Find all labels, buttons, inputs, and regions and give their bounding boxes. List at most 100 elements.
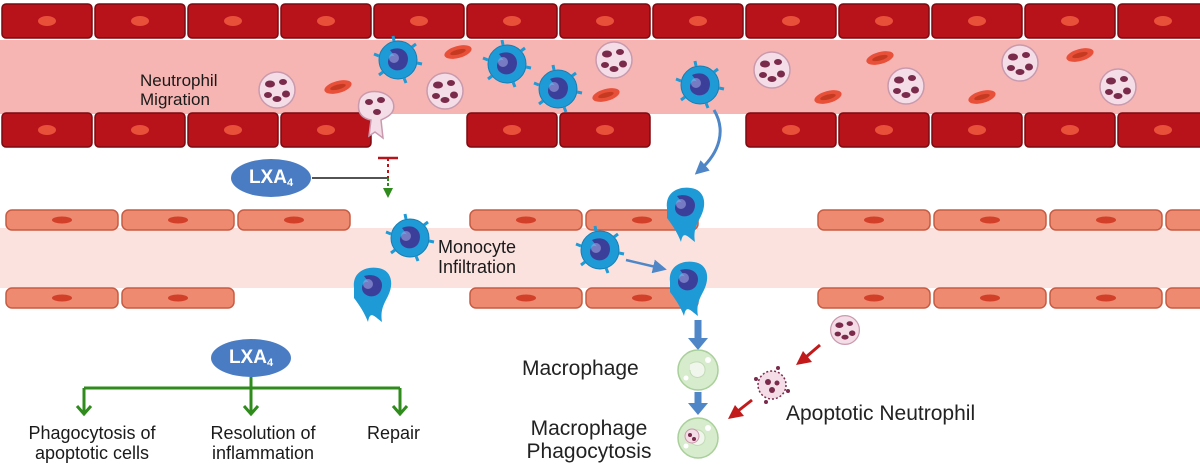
cell-nucleus [968, 16, 986, 26]
lxa4-label-top: LXA4 [231, 167, 311, 189]
cell-nucleus [516, 216, 536, 224]
cell-nucleus [168, 216, 188, 224]
macrophage-pathway [677, 320, 719, 459]
cell-nucleus [632, 216, 652, 224]
outcome-resolution-line2: inflammation [211, 442, 315, 463]
cell-nucleus [38, 16, 56, 26]
endothelium-top-row [5, 209, 1200, 231]
cell-nucleus [782, 16, 800, 26]
cell-nucleus [168, 294, 188, 302]
red-arrow-icon [728, 398, 753, 419]
cell-nucleus [516, 294, 536, 302]
outcome-phagocytosis-label: Phagocytosis of apoptotic cells [4, 423, 180, 464]
lxa4-text: LXA [228, 347, 267, 368]
apoptotic-neutrophil-icon [754, 366, 790, 404]
migration-arrow [694, 109, 722, 175]
phagocytosing-macrophage-icon [677, 417, 719, 459]
outcome-phagocytosis-line2: apoptotic cells [34, 442, 150, 463]
cell-nucleus [131, 125, 149, 135]
lxa4-pill-top [231, 159, 311, 197]
cell-nucleus [284, 216, 304, 224]
monocyte-infiltration-line2: Infiltration [438, 256, 517, 277]
cell-nucleus [1096, 216, 1116, 224]
cell-nucleus [1096, 294, 1116, 302]
down-arrow-icon [391, 405, 409, 417]
cell-nucleus [968, 125, 986, 135]
neutrophil-cell-icon [426, 72, 464, 110]
endothelial-cell [1165, 287, 1200, 309]
lxa4-text: LXA [248, 167, 287, 188]
cell-nucleus [1061, 16, 1079, 26]
neutrophil-cell-icon [1001, 44, 1039, 82]
outcome-repair-label: Repair [367, 423, 421, 443]
outcome-resolution-label: Resolution of inflammation [190, 423, 336, 464]
down-arrow-icon [688, 403, 708, 415]
green-arrowheads [75, 405, 409, 417]
neutrophil-migration-line1: Neutrophil [140, 71, 218, 90]
cell-nucleus [864, 216, 884, 224]
cell-nucleus [864, 294, 884, 302]
outcome-resolution-line1: Resolution of [210, 423, 316, 443]
neutrophil-cell-icon [887, 67, 925, 105]
monocyte-infiltration-label: Monocyte Infiltration [438, 237, 517, 278]
neutrophil-migration-line2: Migration [140, 89, 210, 109]
cell-nucleus [224, 16, 242, 26]
cell-nucleus [980, 216, 1000, 224]
cell-nucleus [52, 216, 72, 224]
macrophage-label: Macrophage [522, 357, 639, 380]
neutrophil-cell-icon [1099, 68, 1137, 106]
cell-nucleus [689, 16, 707, 26]
cell-nucleus [1154, 16, 1172, 26]
cell-nucleus [503, 125, 521, 135]
cell-nucleus [875, 125, 893, 135]
apoptotic-neutrophils [728, 315, 861, 419]
red-arrow-icon [796, 343, 821, 365]
apoptotic-neutrophil-label: Apoptotic Neutrophil [786, 402, 976, 425]
down-arrow-icon [75, 405, 93, 417]
cell-nucleus [1061, 125, 1079, 135]
neutrophil-migration-label: Neutrophil Migration [140, 71, 218, 109]
monocyte-infiltration-line1: Monocyte [438, 237, 517, 257]
cell-nucleus [317, 125, 335, 135]
cell-nucleus [52, 294, 72, 302]
cell-nucleus [980, 294, 1000, 302]
cell-nucleus [503, 16, 521, 26]
cell-nucleus [596, 125, 614, 135]
macrophage-phagocytosis-label: Macrophage Phagocytosis [514, 417, 664, 463]
lxa4-subscript: 4 [266, 357, 274, 369]
endothelium-bottom-row [5, 287, 1200, 309]
macrophage-phagocytosis-line2: Phagocytosis [526, 440, 652, 464]
vessel-bottom-wall [1, 112, 1200, 148]
lxa4-outcome-tree [82, 377, 402, 412]
lxa4-inhibition [312, 156, 398, 198]
cell-nucleus [632, 294, 652, 302]
vessel-top-wall [1, 3, 1200, 39]
migrating-neutrophil-icon [357, 90, 395, 140]
neutrophil-cell-icon [753, 51, 791, 89]
monocytes-infiltrating [353, 187, 708, 322]
cell-nucleus [596, 16, 614, 26]
lxa4-pill-bottom [211, 339, 291, 377]
outcome-phagocytosis-line1: Phagocytosis of [28, 423, 156, 443]
neutrophil-cell-icon [830, 315, 861, 345]
lxa4-label-bottom: LXA4 [211, 347, 291, 369]
neutrophil-cell-icon [258, 71, 296, 109]
cell-nucleus [1154, 125, 1172, 135]
down-arrow-icon [242, 405, 260, 417]
down-arrow-icon [688, 338, 708, 350]
lxa4-subscript: 4 [286, 177, 294, 189]
cell-nucleus [38, 125, 56, 135]
neutrophil-cell-icon [595, 41, 633, 79]
neutrophils [258, 41, 1137, 140]
cell-nucleus [131, 16, 149, 26]
cell-nucleus [410, 16, 428, 26]
cell-nucleus [224, 125, 242, 135]
macrophage-phagocytosis-line1: Macrophage [530, 417, 648, 440]
macrophage-cell-icon [677, 349, 719, 391]
cell-nucleus [782, 125, 800, 135]
endothelial-cell [1165, 209, 1200, 231]
infiltration-arrow [625, 258, 667, 274]
monocyte-cell-icon [353, 267, 392, 322]
cell-nucleus [317, 16, 335, 26]
